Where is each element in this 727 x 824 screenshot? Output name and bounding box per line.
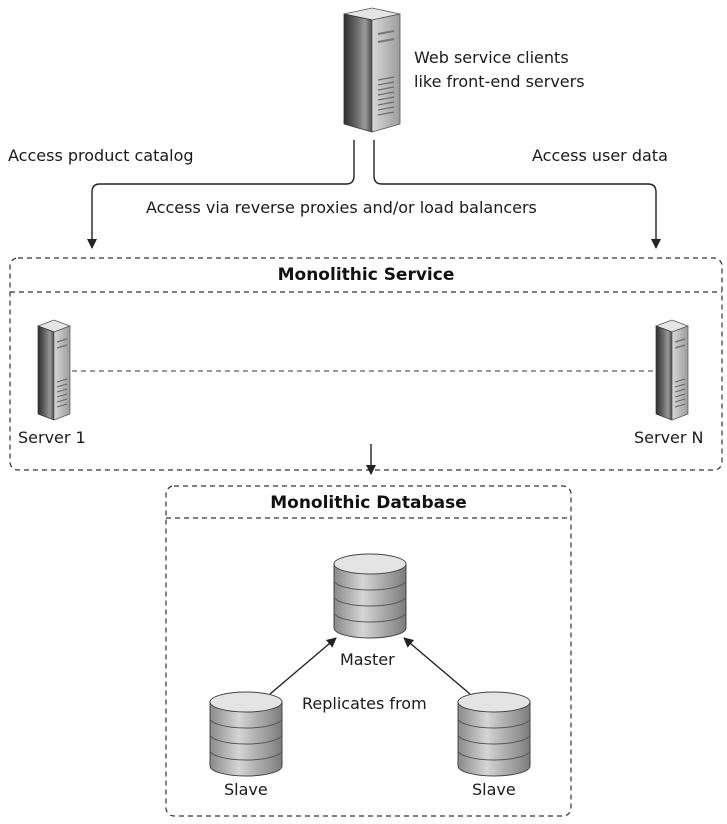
left-access-arrow <box>87 140 355 249</box>
clients-label-line2: like front-end servers <box>414 72 585 91</box>
right-flow-label: Access user data <box>532 146 668 165</box>
clients-label-line1: Web service clients <box>414 48 569 67</box>
database-box-title: Monolithic Database <box>270 493 467 513</box>
server-n-icon <box>655 319 689 421</box>
client-server-icon <box>343 7 401 133</box>
server-1-label: Server 1 <box>18 428 86 447</box>
server-1-icon <box>37 319 71 421</box>
service-box-title: Monolithic Service <box>277 265 455 285</box>
slave-right-label: Slave <box>472 780 516 799</box>
monolithic-database-box <box>165 485 572 817</box>
proxy-label: Access via reverse proxies and/or load b… <box>146 198 537 217</box>
monolithic-service-box <box>9 257 723 471</box>
slave-right-database-icon <box>457 691 531 777</box>
master-label: Master <box>340 650 395 669</box>
slave-left-label: Slave <box>224 780 268 799</box>
server-n-label: Server N <box>634 428 704 447</box>
left-flow-label: Access product catalog <box>8 146 194 165</box>
replication-arrow-left <box>269 637 337 695</box>
master-database-icon <box>333 553 407 639</box>
replication-arrow-right <box>403 637 471 695</box>
replicates-label: Replicates from <box>302 694 427 713</box>
right-access-arrow <box>373 140 661 249</box>
slave-left-database-icon <box>209 691 283 777</box>
